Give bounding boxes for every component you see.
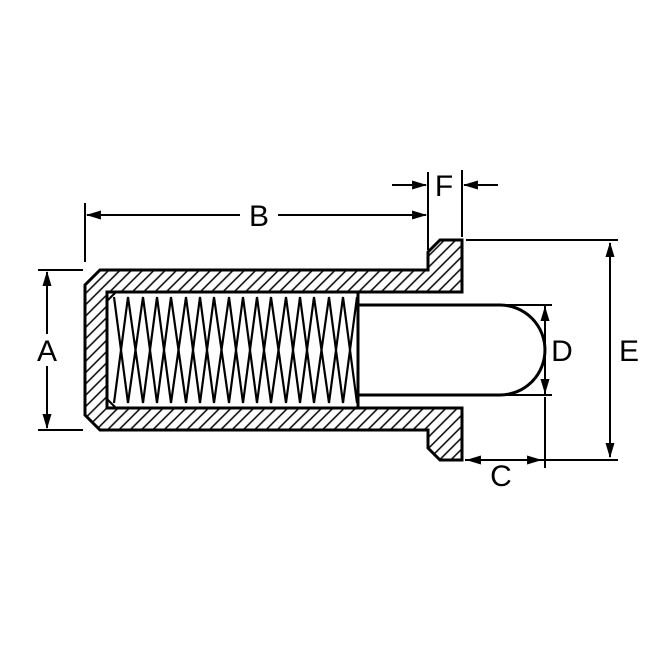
plunger-body xyxy=(83,238,464,462)
cavity-top-left-chamfer xyxy=(106,291,117,302)
dimension-label-a: A xyxy=(37,335,57,368)
spring-coil-back xyxy=(112,296,359,404)
compression-spring xyxy=(112,296,359,404)
dimension-a: A xyxy=(37,269,83,431)
dimension-f: F xyxy=(392,170,498,237)
body-wall-section xyxy=(83,238,464,462)
dimension-label-d: D xyxy=(551,335,573,368)
dimension-label-c: C xyxy=(490,460,512,493)
dimension-d: D xyxy=(500,304,573,396)
dimension-label-e: E xyxy=(619,335,639,368)
cavity-bottom-left-chamfer xyxy=(106,398,117,409)
dimension-b: B xyxy=(84,172,429,262)
dimension-c: C xyxy=(465,397,618,493)
dimension-label-f: F xyxy=(435,170,453,203)
dimension-label-b: B xyxy=(249,200,269,233)
plunger-shaft-and-nose xyxy=(356,303,547,397)
dimension-e: E xyxy=(466,239,639,459)
plunger-pin xyxy=(356,292,547,408)
